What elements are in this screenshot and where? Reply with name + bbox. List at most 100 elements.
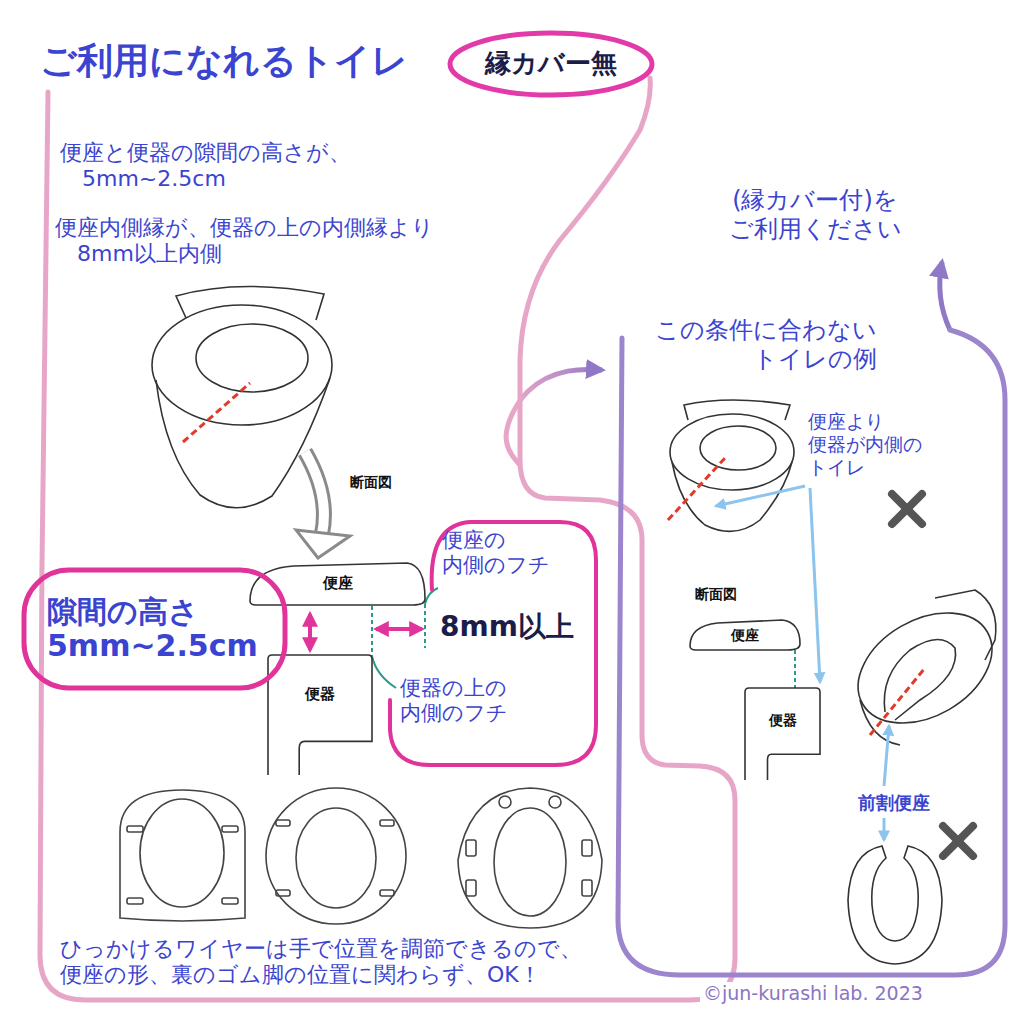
seat-section: 便座 <box>250 563 425 605</box>
seat-outline <box>494 808 566 916</box>
section-line <box>183 383 250 442</box>
node-text: 断面図 <box>695 586 737 603</box>
gap-height-callout: 隙間の高さ 5mm~2.5cm <box>22 568 287 690</box>
toilet-sketch <box>670 414 794 490</box>
seat-outline <box>222 826 238 832</box>
cross-mark <box>943 826 973 856</box>
unsuitable-region-outline <box>600 300 1020 1000</box>
pointer-arrow <box>884 726 889 786</box>
seat-outline <box>466 880 476 896</box>
up-arrow <box>940 262 950 330</box>
seat-outline <box>120 788 602 928</box>
edge-guide <box>371 606 373 656</box>
node-text: 前割便座 <box>858 792 930 814</box>
seat-outline <box>127 826 143 832</box>
seat-outline <box>380 820 394 826</box>
unsuitable-region: 便座便器 この条件に合わない トイレの例便座より 便器が内側の トイレ断面図前割便… <box>600 300 1020 1000</box>
bowl-section-shape <box>745 688 820 780</box>
usable-region-outline <box>30 60 745 1008</box>
seat-outline <box>380 890 394 896</box>
toilet-sketch <box>672 462 792 531</box>
node-text: 便座と便器の隙間の高さが、 5mm~2.5cm <box>60 140 370 193</box>
seat-outline <box>276 820 290 826</box>
node-text: 隙間の高さ 5mm~2.5cm <box>47 595 262 664</box>
pointer-arrow <box>716 486 889 840</box>
toilet-sketch <box>700 426 776 470</box>
seat-outline <box>458 788 602 928</box>
watermark: ©jun-kurashi lab. 2023 <box>700 982 926 1005</box>
edge-guide <box>424 604 426 648</box>
seat-outline <box>582 880 592 896</box>
cross-mark <box>892 494 922 524</box>
gap-height-callout-shape <box>24 570 285 688</box>
unsuitable-region-shape <box>618 330 1005 975</box>
seat-section: 便座 <box>690 620 800 650</box>
down-arrow <box>296 452 350 558</box>
down-arrow <box>305 452 324 534</box>
section-line <box>870 668 925 735</box>
seat-outline <box>276 890 290 896</box>
seat-outline <box>466 840 476 856</box>
node-text: 8mm以上 <box>440 610 574 644</box>
seat-outline <box>120 790 245 921</box>
seat-outline <box>222 898 238 904</box>
section-line <box>668 458 725 520</box>
toilet-sketch <box>848 846 942 964</box>
usable-region: 便座便器隙間の高さ 5mm~2.5cm 便座の 内側のフチ 8mm以上便器の上の 内… <box>30 60 745 1008</box>
down-arrow <box>305 452 324 534</box>
pointer-arrow <box>716 486 805 506</box>
toilet-sketch <box>196 324 308 392</box>
node-text: 断面図 <box>350 474 392 491</box>
seat-outline <box>127 898 143 904</box>
bowl-section: 便器 <box>268 655 372 775</box>
node-text: この条件に合わない トイレの例 <box>645 316 877 374</box>
seat-outline <box>140 799 224 907</box>
edge-guide <box>372 588 795 688</box>
node-text: ひっかけるワイヤーは手で位置を調節できるので、 便座の形、裏のゴム脚の位置に関わ… <box>60 936 600 989</box>
inner-edge-callout: 便座の 内側のフチ 8mm以上便器の上の 内側のフチ <box>385 520 600 768</box>
section-line <box>668 458 925 735</box>
node-text: 縁カバー無 <box>485 49 617 79</box>
seat-section-shape <box>690 620 800 650</box>
toilet-sketch <box>156 378 330 508</box>
node-text: 便器 <box>769 712 797 728</box>
node-text: 便座 <box>731 627 759 643</box>
pointer-arrow <box>883 818 886 840</box>
node-text: 便器の上の 内側のフチ <box>400 676 525 726</box>
dimension-arrow <box>308 614 312 650</box>
title: ご利用になれるトイレ <box>40 40 408 81</box>
toilet-sketch <box>152 286 332 507</box>
toilet-sketch <box>176 286 324 320</box>
toilet-sketch <box>839 590 1012 745</box>
bowl-section: 便器 <box>745 688 820 780</box>
toilet-sketch <box>152 305 332 425</box>
seat-outline <box>549 796 561 808</box>
down-arrow <box>296 530 350 558</box>
seat-outline <box>266 788 406 924</box>
note: (縁カバー付)を ご利用ください <box>700 186 930 244</box>
bowl-section-outline <box>268 655 372 775</box>
seat-outline <box>296 808 376 908</box>
seat-section-shape <box>250 563 425 605</box>
node-text: 便座 <box>323 575 353 592</box>
bowl-section-outline <box>745 688 820 780</box>
dimension-arrow <box>376 627 422 631</box>
usable-region-shape <box>40 78 735 1000</box>
inner-edge-callout-shape <box>390 522 596 765</box>
node-text: 便座より 便器が内側の トイレ <box>808 410 932 478</box>
cross-mark <box>943 826 973 856</box>
toilet-sketch <box>884 639 955 720</box>
edge-guide <box>372 656 396 688</box>
seat-outline <box>582 840 592 856</box>
toilet-sketch <box>935 590 996 660</box>
pointer-arrow <box>810 488 820 682</box>
bowl-section-shape <box>268 655 372 775</box>
label-ellipse: 縁カバー無 <box>447 30 655 98</box>
toilet-sketch <box>684 400 790 420</box>
node-text: 便座内側縁が、便器の上の内側縁より 8mm以上内側 <box>55 215 465 268</box>
node-text: 便座の 内側のフチ <box>442 528 567 578</box>
dimension-arrow <box>310 614 422 650</box>
seat-outline <box>499 796 511 808</box>
label-ellipse-shape <box>450 33 652 95</box>
edge-guide <box>794 650 796 688</box>
